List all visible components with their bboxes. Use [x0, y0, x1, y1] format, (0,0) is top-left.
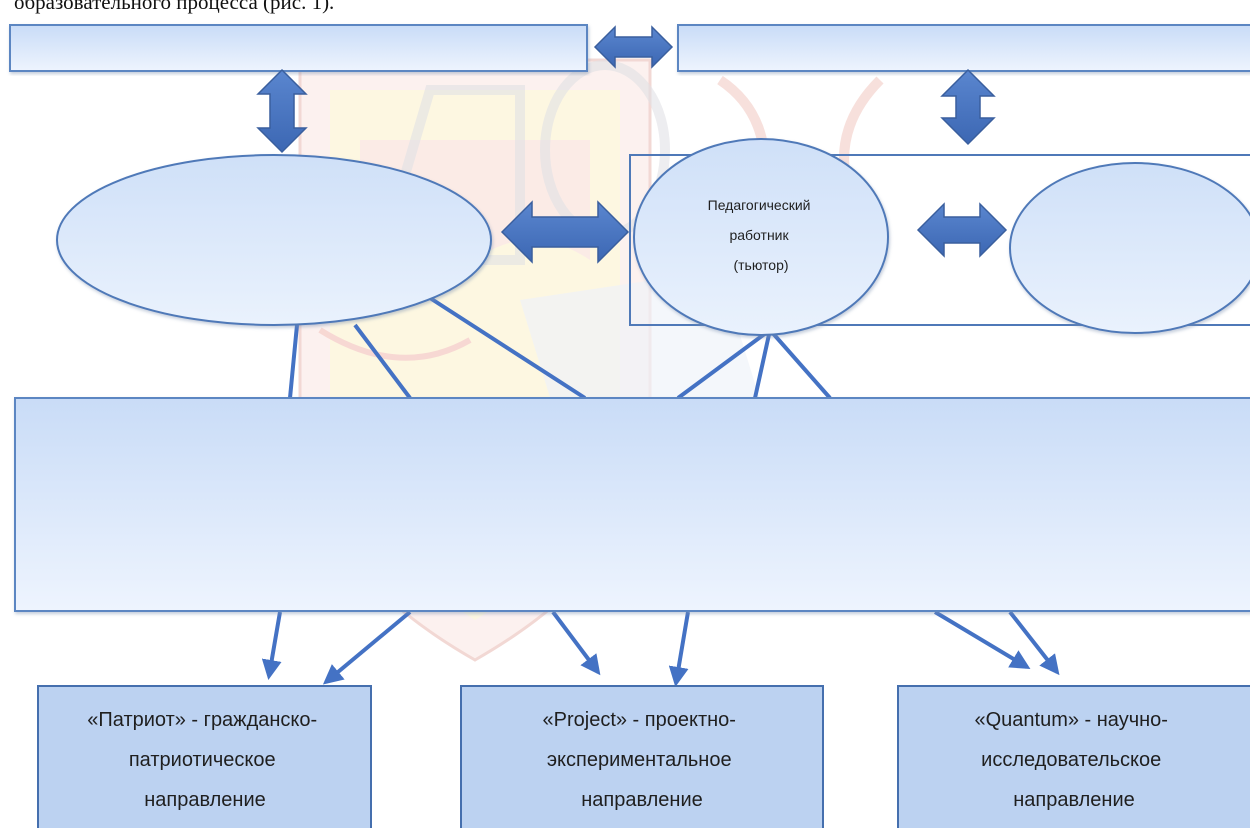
direction-box-project: «Project» - проектно- экспериментальное …: [460, 685, 824, 828]
right-vertical-double-arrow: [940, 68, 996, 146]
header-text-cropped: образовательного процесса (рис. 1).: [14, 0, 334, 14]
teacher-label-line-2: работник: [729, 227, 789, 243]
left-vertical-double-arrow: [256, 68, 308, 154]
top-left-box: [9, 24, 588, 72]
right-ellipse: [1009, 162, 1250, 334]
teacher-label-line-3: (тьютор): [733, 257, 788, 273]
arrow-to-patriot-2: [322, 610, 412, 685]
teacher-label-line-1: Педагогический: [708, 197, 811, 213]
svg-text:«Project» - проектно- эк: «Project» - проектно- экспериментальное …: [543, 709, 742, 811]
quantum-line-2: исследовательское: [981, 749, 1161, 771]
arrow-to-quantum-1: [933, 610, 1031, 670]
arrow-to-quantum-2: [1008, 610, 1060, 676]
teacher-ellipse: [633, 138, 889, 336]
teacher-label: Педагогический работник (тьютор): [708, 197, 815, 273]
quantum-line-1: «Quantum» - научно-: [974, 709, 1167, 731]
top-double-arrow: [593, 25, 674, 69]
patriot-line-3: направление: [144, 789, 266, 811]
connector-line: [753, 329, 772, 399]
connector-line: [353, 323, 412, 400]
connector-lines: [288, 296, 832, 400]
svg-text:«Патриот» - гражданско-: «Патриот» - гражданско- патриотическое н…: [87, 709, 322, 811]
patriot-line-1: «Патриот» - гражданско-: [87, 709, 317, 731]
project-line-2: экспериментальное: [547, 749, 732, 771]
connector-line: [428, 296, 587, 400]
connector-line: [676, 328, 772, 400]
project-line-3: направление: [581, 789, 703, 811]
svg-text:«Quantum» - научно- иссл: «Quantum» - научно- исследовательское на…: [974, 709, 1173, 811]
direction-arrows: [261, 610, 1060, 687]
left-ellipse: [56, 154, 492, 326]
connector-line: [288, 324, 299, 399]
arrow-to-project-1: [551, 610, 601, 676]
project-line-1: «Project» - проектно-: [543, 709, 736, 731]
middle-double-arrow: [500, 200, 630, 264]
top-right-box: [677, 24, 1250, 72]
direction-box-quantum: «Quantum» - научно- исследовательское на…: [897, 685, 1250, 828]
right-double-arrow: [916, 202, 1008, 258]
direction-box-patriot: «Патриот» - гражданско- патриотическое н…: [37, 685, 372, 828]
arrow-to-patriot-1: [261, 611, 282, 680]
teacher-group-frame: [629, 154, 1250, 326]
connector-line: [768, 328, 832, 400]
patriot-line-2: патриотическое: [129, 749, 276, 771]
central-box: [14, 397, 1250, 612]
quantum-line-3: направление: [1013, 789, 1135, 811]
arrow-to-project-2: [668, 611, 690, 687]
